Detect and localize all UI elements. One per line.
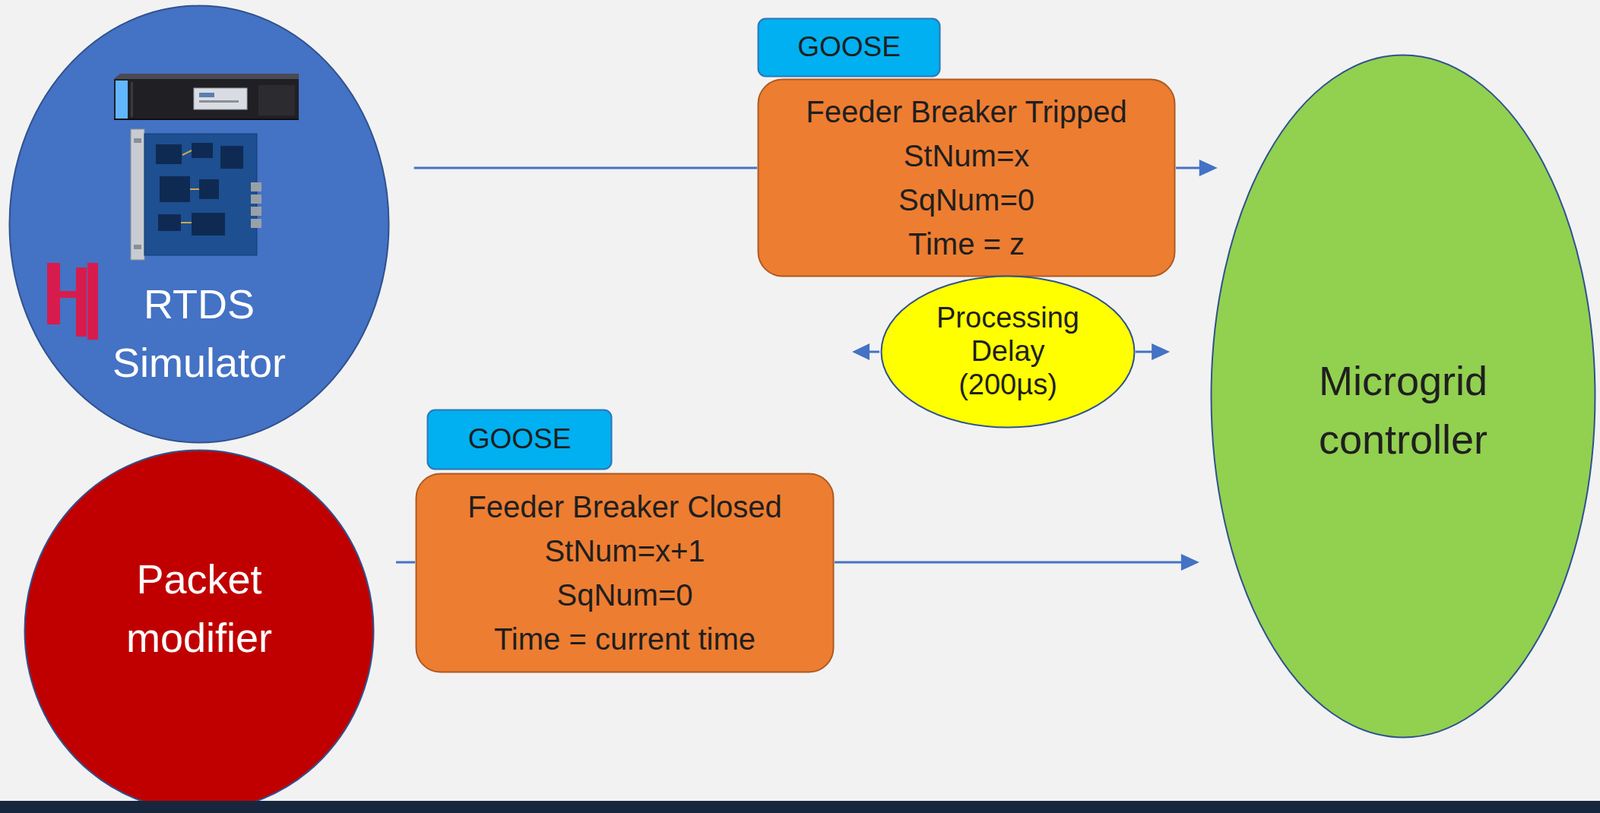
goose-tag: GOOSE [426,408,613,471]
connector-arrow [414,167,758,169]
node-label: RTDS Simulator [99,275,299,392]
connector-arrow [1175,159,1218,177]
connector-arrow [1135,343,1170,361]
controller-ellipse: Microgrid controller [1210,53,1597,739]
connector-arrow [396,562,416,564]
message-box: Feeder Breaker ClosedStNum=x+1SqNum=0Tim… [415,472,835,674]
modifier-circle: Packet modifier [23,449,375,813]
node-label: Packet modifier [85,550,314,667]
connector-line [834,561,1186,564]
node-label: Microgrid controller [1281,351,1525,469]
node-label: Feeder Breaker Closed [467,484,783,530]
node-label: SqNum=0 [898,177,1035,222]
node-label: StNum=x [903,133,1030,178]
rtds-rack-unit [114,73,299,121]
node-label: SqNum=0 [557,573,694,618]
connector-line [414,167,758,170]
footer-bar [0,801,1600,813]
rtds-logo [47,262,99,340]
node-label: GOOSE [468,422,572,457]
node-label: StNum=x+1 [544,529,705,574]
simulator-circle: RTDS Simulator [8,4,390,444]
node-label: GOOSE [797,30,901,64]
delay-left-arrow [852,343,880,361]
arrow-head [1151,343,1170,361]
message-box: Feeder Breaker TrippedStNum=xSqNum=0Time… [757,78,1176,278]
connector-arrow [834,554,1200,571]
arrow-head [1181,554,1200,571]
rtds-card [130,129,262,260]
goose-tag: GOOSE [757,17,941,78]
arrow-head [1199,159,1218,177]
connector-line [396,561,416,564]
node-label: Time = current time [494,617,756,662]
delay-ellipse: Processing Delay (200µs) [880,275,1136,429]
node-label: Processing Delay (200µs) [922,301,1094,402]
node-label: Time = z [908,221,1025,267]
node-label: Feeder Breaker Tripped [805,89,1127,134]
